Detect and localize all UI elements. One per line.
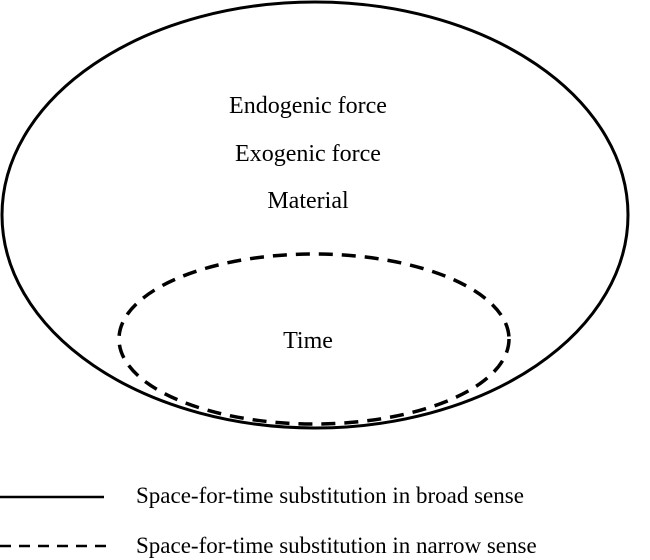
legend-label-broad-sense: Space-for-time substitution in broad sen…: [136, 483, 524, 508]
outer-ellipse-broad-sense: [0, 0, 630, 430]
inner-ellipse-narrow-sense: [117, 252, 511, 426]
label-endogenic-force: Endogenic force: [229, 93, 387, 119]
legend: Space-for-time substitution in broad sen…: [0, 483, 537, 558]
label-exogenic-force: Exogenic force: [235, 141, 381, 167]
label-material: Material: [267, 188, 349, 214]
legend-label-narrow-sense: Space-for-time substitution in narrow se…: [136, 533, 537, 558]
label-time: Time: [283, 328, 333, 354]
